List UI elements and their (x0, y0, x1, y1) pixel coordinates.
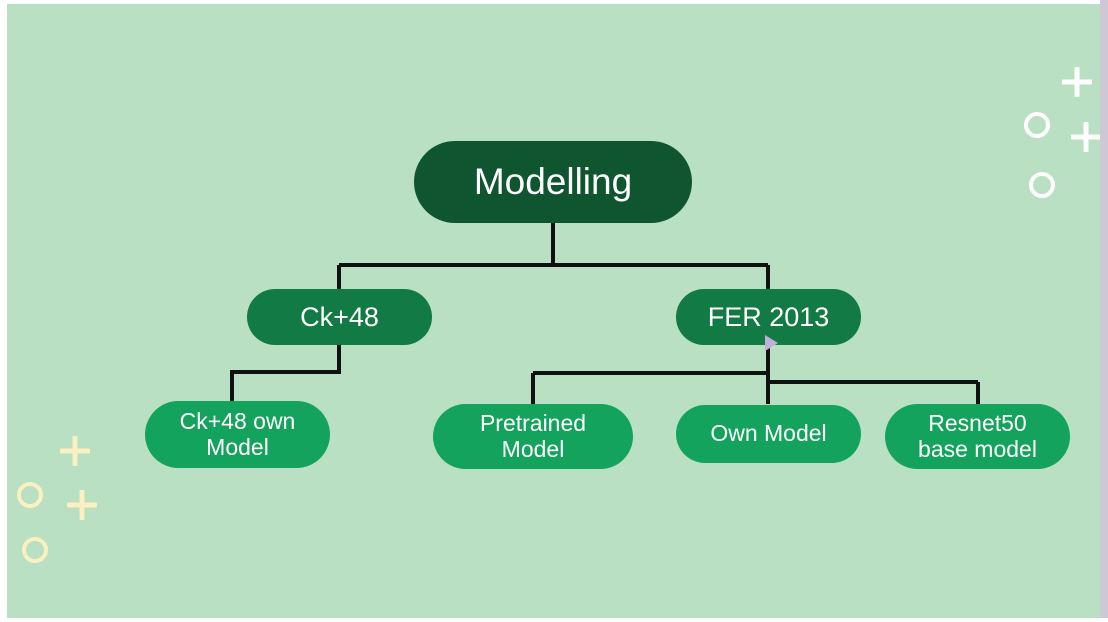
sparkle-circle-icon (1029, 172, 1055, 198)
sparkle-plus-icon (60, 436, 90, 466)
sparkle-circle-icon (1024, 112, 1050, 138)
connector-lines (230, 223, 980, 404)
sparkle-plus-icon (67, 490, 97, 520)
node-modelling[interactable]: Modelling (414, 141, 692, 223)
node-own-model[interactable]: Own Model (676, 405, 861, 463)
connector-ck48-to-child (230, 345, 341, 401)
sparkle-circle-icon (17, 482, 43, 508)
sparkle-plus-icon (1062, 67, 1092, 97)
sparkle-circle-icon (22, 537, 48, 563)
page-edge-right (1100, 0, 1108, 622)
sparkle-plus-icon (1071, 122, 1100, 152)
node-ck48-own-model[interactable]: Ck+48 own Model (145, 401, 330, 468)
node-resnet50-base-model[interactable]: Resnet50 base model (885, 404, 1070, 469)
node-ck48[interactable]: Ck+48 (247, 289, 432, 345)
page-edge-bottom (0, 618, 1108, 622)
diagram-canvas: Modelling Ck+48 FER 2013 Ck+48 own Model… (7, 4, 1100, 618)
cursor-pointer-icon (765, 335, 778, 351)
node-pretrained-model[interactable]: Pretrained Model (433, 404, 633, 469)
